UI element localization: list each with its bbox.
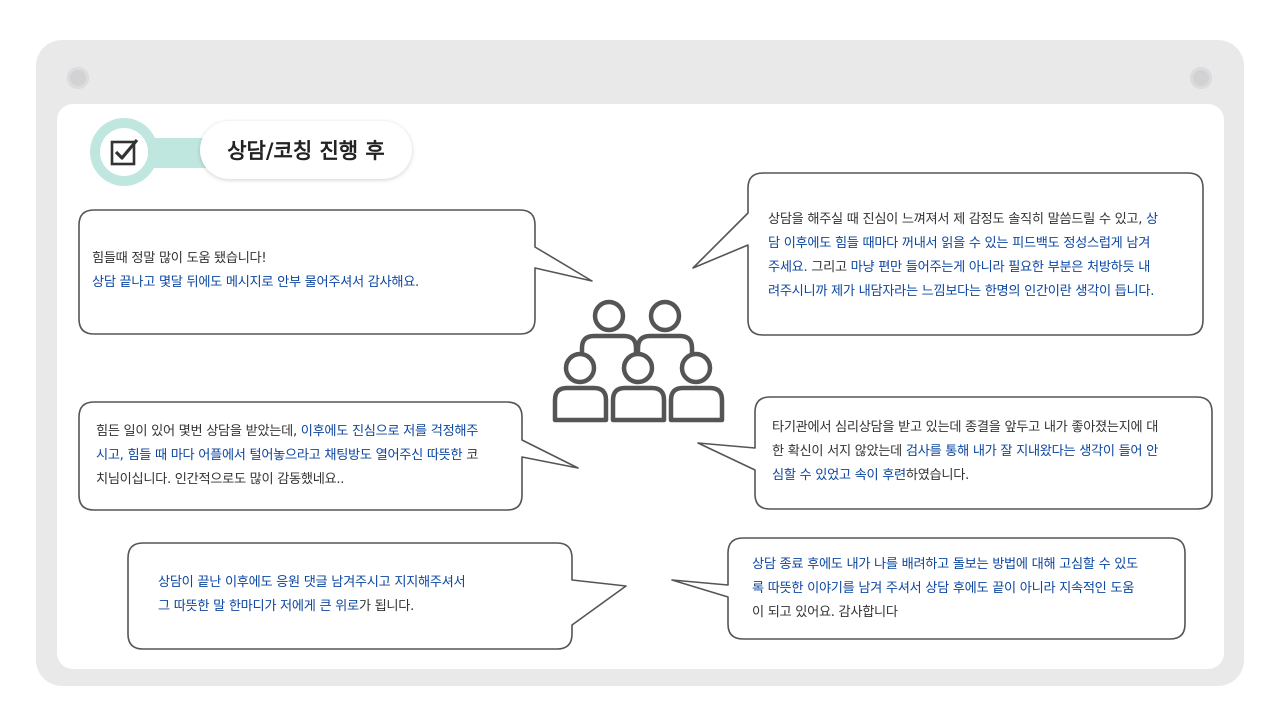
- testimonial-6: 상담 종료 후에도 내가 나를 배려하고 돌보는 방법에 대해 고심할 수 있도…: [752, 553, 1138, 625]
- testimonial-line: 타기관에서 심리상담을 받고 있는데 종결을 앞두고 내가 좋아졌는지에 대: [772, 416, 1158, 440]
- plain-text: 힘든 일이 있어 몇번 상담을 받았는데,: [96, 424, 301, 439]
- highlighted-text: 마냥 편만 들어주는게 아니라 필요한 부분은 처방하듯 내: [850, 260, 1151, 275]
- plain-text: 타기관에서 심리상담을 받고 있는데 종결을 앞두고 내가 좋아졌는지에 대: [772, 420, 1159, 435]
- highlighted-text: 심할 수 있었고 속이 후련: [772, 468, 906, 483]
- bubble-5: [127, 542, 627, 650]
- testimonial-line: 심할 수 있었고 속이 후련하였습니다.: [772, 464, 1158, 488]
- plain-text: 치님이십니다. 인간적으로도 많이 감동했네요..: [96, 472, 345, 487]
- plain-text: 이 되고 있어요. 감사합니다: [752, 605, 898, 620]
- testimonial-line: 상담 끝나고 몇달 뒤에도 메시지로 안부 물어주셔서 감사해요.: [92, 271, 419, 295]
- bubble-1: [78, 209, 593, 335]
- highlighted-text: 려주시니까 제가 내담자라는 느낌보다는 한명의 인간이란 생각이 듭니다.: [768, 284, 1155, 299]
- testimonial-line: 상담이 끝난 이후에도 응원 댓글 남겨주시고 지지해주셔서: [158, 571, 466, 595]
- plain-text: 상담을 해주실 때 진심이 느껴져서 제 감정도 솔직히 말씀드릴 수 있고,: [768, 212, 1147, 227]
- bubble-3: [78, 401, 579, 511]
- people-group-icon: [552, 299, 725, 423]
- testimonial-line: 상담 종료 후에도 내가 나를 배려하고 돌보는 방법에 대해 고심할 수 있도: [752, 553, 1138, 577]
- highlighted-text: 상담 끝나고 몇달 뒤에도 메시지로 안부 물어주셔서 감사해요.: [92, 275, 419, 290]
- highlighted-text: 검사를 통해 내가 잘 지내왔다는 생각이 들어 안: [905, 444, 1158, 459]
- highlighted-text: 상담이 끝난 이후에도 응원 댓글 남겨주시고 지지해주셔서: [158, 575, 466, 590]
- testimonial-line: 담 이후에도 힘들 때마다 꺼내서 읽을 수 있는 피드백도 정성스럽게 남겨: [768, 232, 1158, 256]
- plain-text: 하였습니다.: [905, 468, 969, 483]
- plain-text: 코: [462, 448, 479, 463]
- highlighted-text: 상: [1146, 212, 1158, 227]
- testimonial-line: 치님이십니다. 인간적으로도 많이 감동했네요..: [96, 468, 478, 492]
- highlighted-text: 이후에도 진심으로 저를 걱정해주: [300, 424, 479, 439]
- testimonial-line: 이 되고 있어요. 감사합니다: [752, 601, 1138, 625]
- highlighted-text: 상담 종료 후에도 내가 나를 배려하고 돌보는 방법에 대해 고심할 수 있도: [752, 557, 1138, 572]
- check-badge-inner: [100, 128, 148, 176]
- testimonial-line: 록 따뜻한 이야기를 남겨 주셔서 상담 후에도 끝이 아니라 지속적인 도움: [752, 577, 1138, 601]
- bubble-6: [671, 537, 1186, 640]
- highlighted-text: 담 이후에도 힘들 때마다 꺼내서 읽을 수 있는 피드백도 정성스럽게 남겨: [768, 236, 1151, 251]
- highlighted-text: 그 따뜻한 말 한마디가 저에게 큰 위로: [158, 599, 359, 614]
- pin-left: [67, 67, 89, 89]
- testimonial-line: 그 따뜻한 말 한마디가 저에게 큰 위로가 됩니다.: [158, 595, 465, 619]
- bubble-2: [692, 172, 1204, 336]
- plain-text: 한 확신이 서지 않았는데: [772, 444, 906, 459]
- bubble-4: [697, 396, 1213, 510]
- highlighted-text: 시고, 힘들 때 마다 어플에서 털어놓으라고 채팅방도 열어주신 따뜻한: [96, 448, 463, 463]
- pin-right: [1190, 67, 1212, 89]
- testimonial-line: 힘들때 정말 많이 도움 됐습니다!: [92, 247, 419, 271]
- plain-text: 그리고: [807, 260, 851, 275]
- testimonial-line: 상담을 해주실 때 진심이 느껴져서 제 감정도 솔직히 말씀드릴 수 있고, …: [768, 208, 1158, 232]
- testimonial-2: 상담을 해주실 때 진심이 느껴져서 제 감정도 솔직히 말씀드릴 수 있고, …: [768, 208, 1158, 304]
- testimonial-line: 주세요. 그리고 마냥 편만 들어주는게 아니라 필요한 부분은 처방하듯 내: [768, 256, 1158, 280]
- testimonial-1: 힘들때 정말 많이 도움 됐습니다! 상담 끝나고 몇달 뒤에도 메시지로 안부 …: [92, 247, 419, 295]
- highlighted-text: 주세요.: [768, 260, 808, 275]
- highlighted-text: 록 따뜻한 이야기를 남겨 주셔서 상담 후에도 끝이 아니라 지속적인 도움: [752, 581, 1135, 596]
- checkbox-icon: [110, 138, 139, 166]
- page-title: 상담/코칭 진행 후: [200, 121, 412, 179]
- plain-text: 가 됩니다.: [358, 599, 414, 614]
- testimonial-line: 한 확신이 서지 않았는데 검사를 통해 내가 잘 지내왔다는 생각이 들어 안: [772, 440, 1158, 464]
- plain-text: 힘들때 정말 많이 도움 됐습니다!: [92, 251, 267, 266]
- testimonial-line: 시고, 힘들 때 마다 어플에서 털어놓으라고 채팅방도 열어주신 따뜻한 코: [96, 444, 478, 468]
- testimonial-line: 려주시니까 제가 내담자라는 느낌보다는 한명의 인간이란 생각이 듭니다.: [768, 280, 1158, 304]
- testimonial-line: 힘든 일이 있어 몇번 상담을 받았는데, 이후에도 진심으로 저를 걱정해주: [96, 420, 478, 444]
